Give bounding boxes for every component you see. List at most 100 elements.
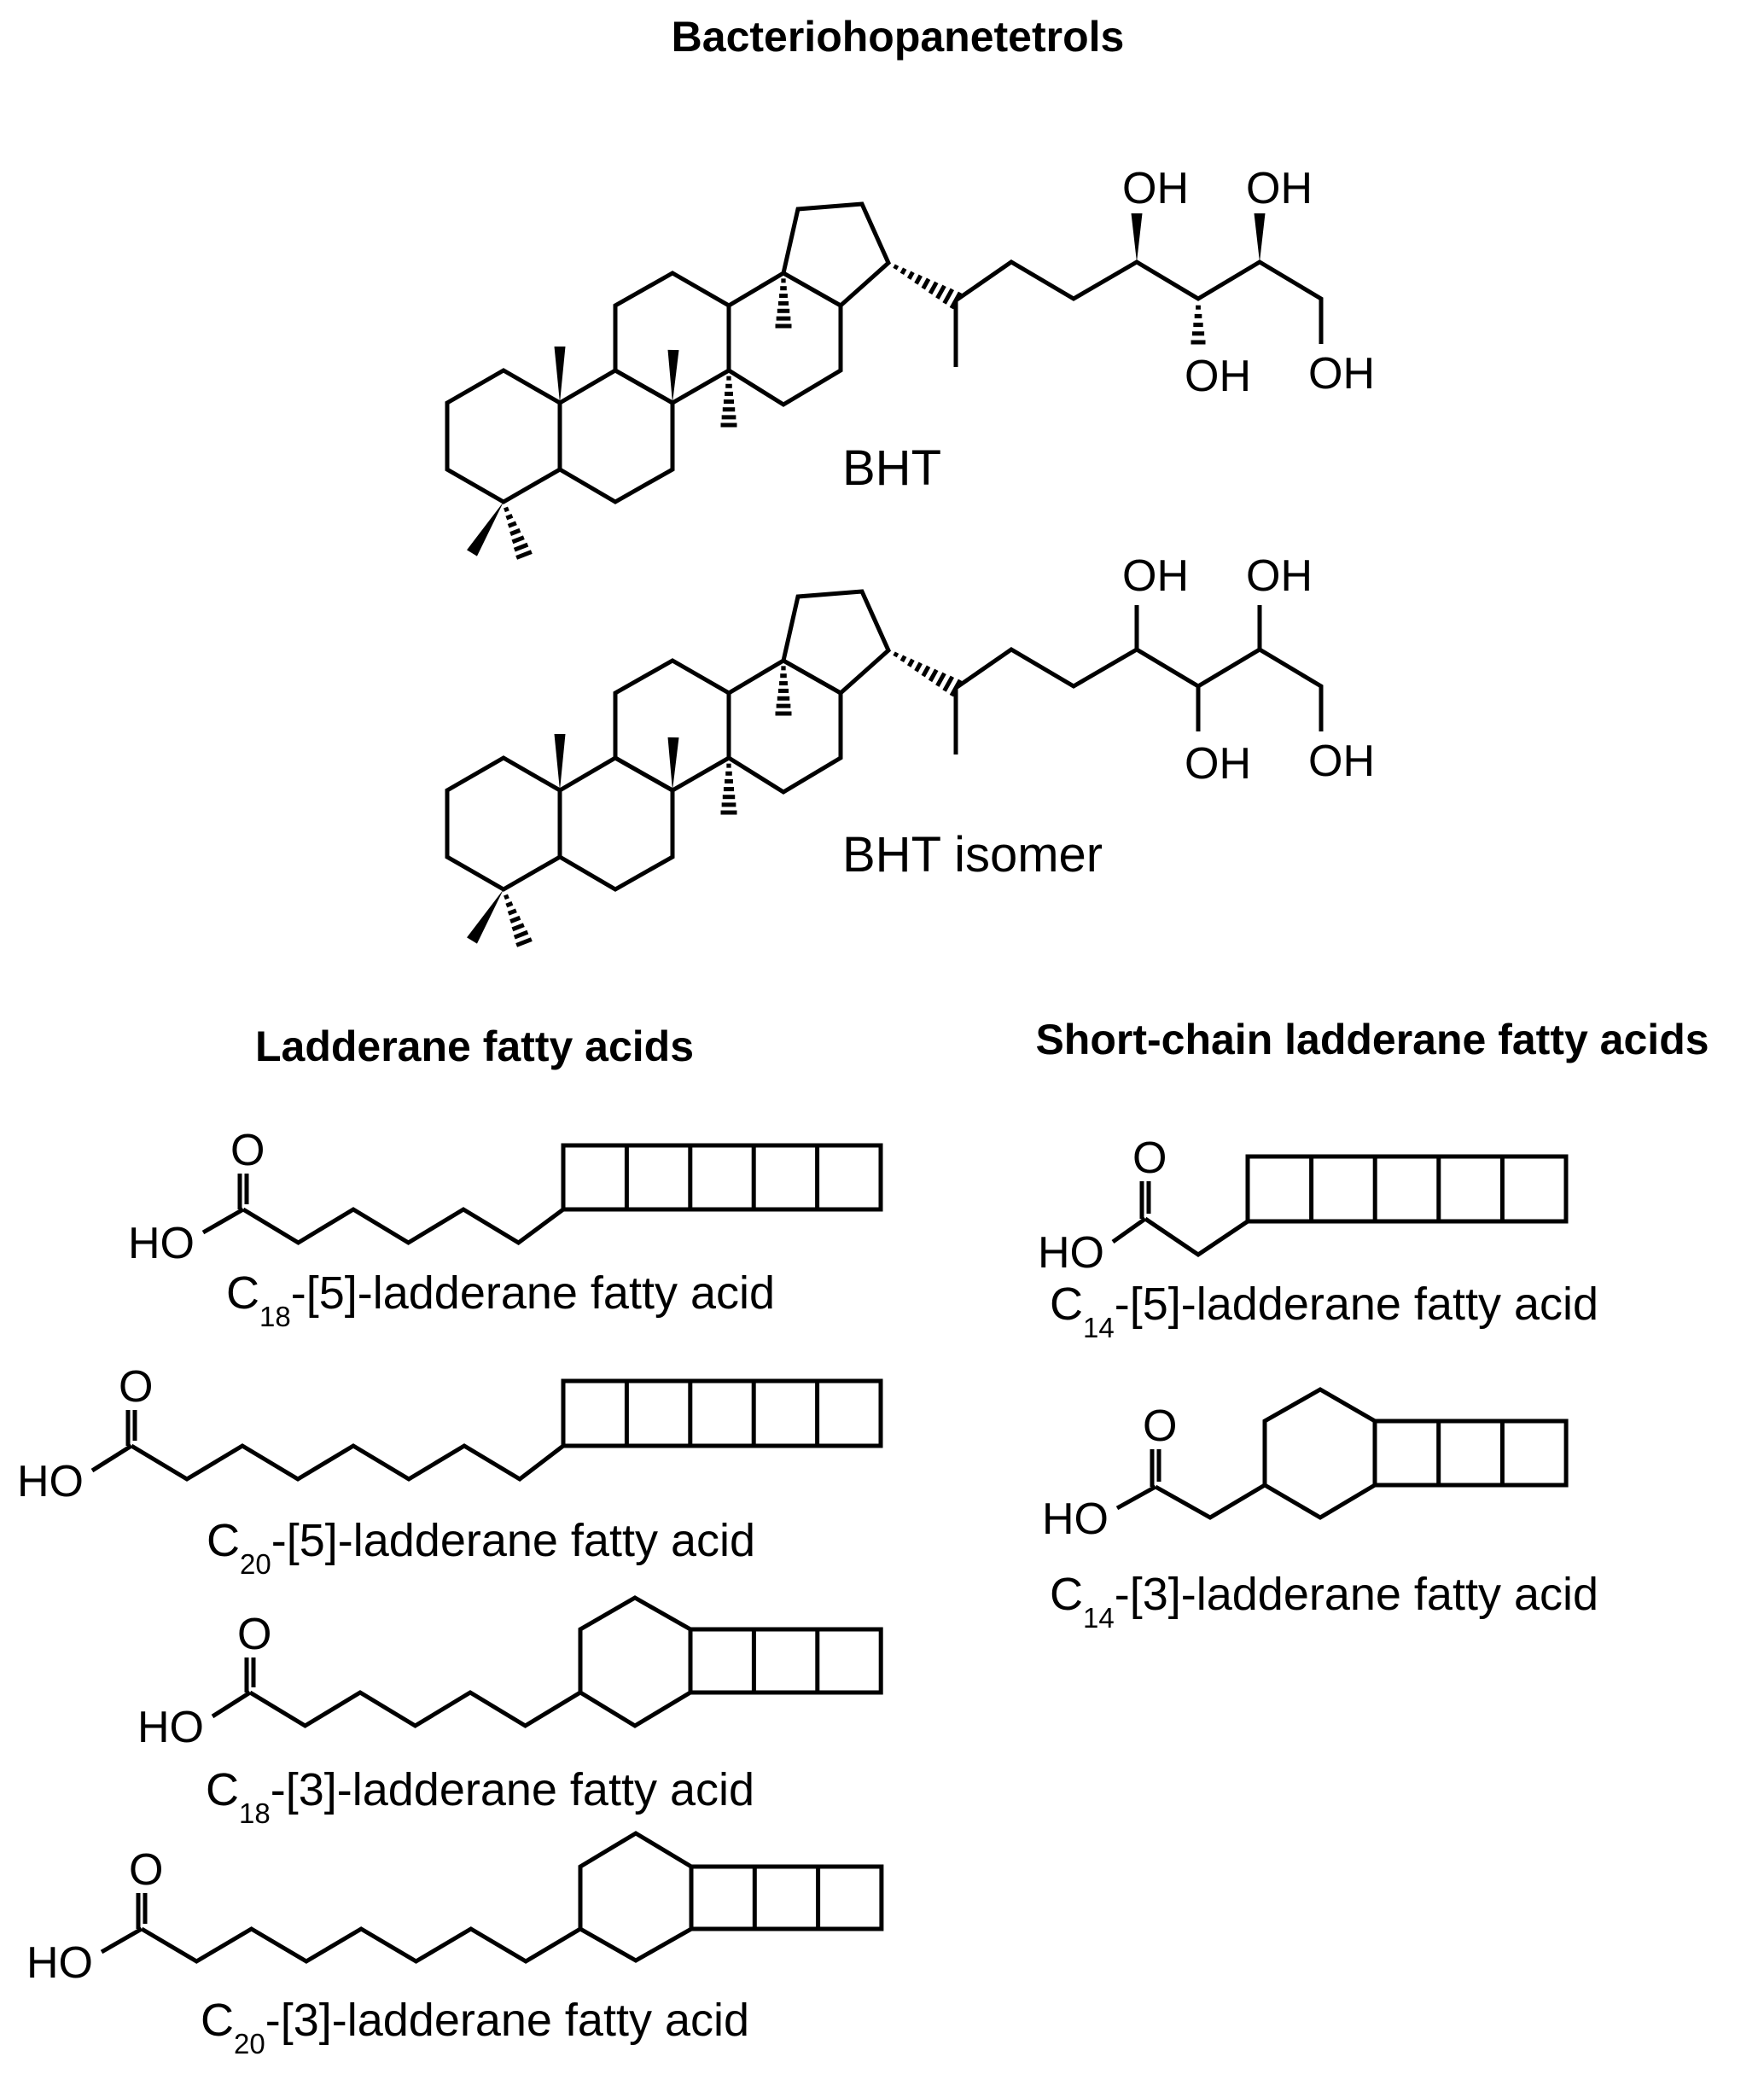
caption-prefix: C <box>206 1764 239 1815</box>
section-title-bacteriohopanetetrols: Bacteriohopanetetrols <box>672 13 1125 61</box>
c18-3-ladderane-structure: O HO <box>137 1595 883 1752</box>
caption-subscript: 20 <box>240 1548 271 1580</box>
hydroxyl-label: HO <box>1038 1228 1104 1278</box>
ring-d <box>726 271 843 407</box>
methyl-hash-c18 <box>775 666 792 716</box>
hash-stripe <box>935 284 946 300</box>
hash-stripe <box>505 901 514 908</box>
ring-e <box>781 201 892 309</box>
alkyl-chain <box>140 1926 582 1964</box>
caption-prefix: C <box>207 1515 240 1566</box>
hash-stripe <box>509 527 521 536</box>
carbonyl-oxygen-label: O <box>119 1362 153 1412</box>
bht-label: BHT <box>842 440 941 496</box>
caption-c20-3-ladderane: C20-[3]-ladderane fatty acid <box>201 1995 749 2059</box>
hydroxyl-label: OH <box>1308 737 1375 786</box>
hash-stripe <box>928 281 939 295</box>
cyclohexane-ring <box>578 1831 694 1963</box>
methyl-hash-c4 <box>504 506 533 560</box>
hash-stripe <box>513 542 529 552</box>
ladderane-frame <box>689 1864 884 1931</box>
hash-stripe <box>507 521 517 528</box>
hydroxyl-label: HO <box>1042 1494 1109 1544</box>
alkyl-chain <box>1144 1216 1249 1258</box>
hash-stripe <box>906 658 915 667</box>
oh-wedge <box>1131 213 1143 262</box>
hash-stripe <box>914 661 923 673</box>
caption-c20-5-ladderane: C20-[5]-ladderane fatty acid <box>207 1515 755 1580</box>
caption-subscript: 18 <box>259 1301 291 1332</box>
hash-stripe <box>509 915 521 923</box>
caption-suffix: -[5]-ladderane fatty acid <box>1115 1279 1598 1330</box>
caption-c14-3-ladderane: C14-[3]-ladderane fatty acid <box>1050 1569 1598 1634</box>
hydroxyl-bond <box>211 1690 252 1719</box>
caption-c18-5-ladderane: C18-[5]-ladderane fatty acid <box>226 1267 775 1332</box>
ring-a <box>445 755 562 892</box>
hash-stripe <box>942 675 955 692</box>
methyl-wedge-c10 <box>554 734 566 790</box>
hydroxyl-label: OH <box>1185 352 1251 401</box>
caption-subscript: 18 <box>239 1797 271 1829</box>
hydroxyl-label: OH <box>1246 551 1313 601</box>
hash-stripe <box>515 937 533 947</box>
caption-prefix: C <box>1050 1279 1083 1330</box>
hydroxyl-label: OH <box>1122 164 1189 213</box>
alkyl-chain <box>1154 1483 1266 1520</box>
side-chain-hash <box>893 264 963 310</box>
caption-subscript: 20 <box>234 2028 265 2059</box>
caption-c18-3-ladderane: C18-[3]-ladderane fatty acid <box>206 1764 754 1829</box>
section-title-ladderane-fatty-acids: Ladderane fatty acids <box>255 1022 694 1070</box>
hydroxyl-label: HO <box>17 1457 84 1506</box>
alkyl-chain <box>242 1207 565 1246</box>
c18-5-ladderane-structure: OHO <box>128 1126 883 1268</box>
side-chain <box>954 259 1324 344</box>
caption-c14-5-ladderane: C14-[5]-ladderane fatty acid <box>1050 1279 1598 1343</box>
c20-5-ladderane-structure: O HO <box>17 1362 883 1506</box>
methyl-hash-c4 <box>504 894 533 947</box>
hash-stripe <box>504 894 509 900</box>
caption-suffix: -[5]-ladderane fatty acid <box>291 1267 775 1319</box>
hydroxyl-bond <box>1115 1484 1157 1511</box>
alkyl-chain <box>130 1443 565 1483</box>
cyclohexane-ring <box>578 1595 693 1728</box>
ring-b <box>557 368 675 504</box>
hash-stripe <box>515 550 533 560</box>
ring-a <box>445 368 562 504</box>
hash-stripe <box>914 274 923 285</box>
side-chain <box>954 647 1324 731</box>
ring-b <box>557 755 675 892</box>
hash-stripe <box>504 506 509 513</box>
methyl-hash-c18 <box>775 278 792 329</box>
methyl-wedge-c4 <box>467 502 504 556</box>
methyl-wedge-c8 <box>667 737 679 790</box>
c20-3-ladderane-structure: OHO <box>26 1831 884 1988</box>
caption-suffix: -[3]-ladderane fatty acid <box>1115 1569 1598 1620</box>
hydroxyl-bond <box>1111 1216 1147 1244</box>
side-chain-hash <box>893 651 963 697</box>
caption-prefix: C <box>1050 1569 1083 1620</box>
hydroxyl-label: OH <box>1185 739 1251 789</box>
methyl-wedge-c4 <box>467 889 504 944</box>
hash-stripe <box>511 535 525 545</box>
carbonyl-oxygen-label: O <box>237 1610 271 1659</box>
ladderane-frame <box>1372 1419 1569 1488</box>
methyl-hash-c14 <box>720 376 737 428</box>
c14-5-ladderane-structure: OHO <box>1038 1133 1569 1278</box>
hydroxyl-label: HO <box>26 1938 93 1988</box>
hydroxyl-bond <box>100 1926 143 1955</box>
bht-structure: OH OH OH OH <box>445 164 1375 560</box>
hash-stripe <box>505 514 514 521</box>
hash-stripe <box>893 264 899 271</box>
c14-3-ladderane-structure: O HO <box>1042 1387 1569 1544</box>
oh-wedge <box>1254 213 1266 262</box>
hydroxyl-label: OH <box>1308 349 1375 399</box>
bht-isomer-label: BHT isomer <box>842 827 1103 883</box>
hydroxyl-label: OH <box>1246 164 1313 213</box>
methyl-wedge-c10 <box>554 347 566 403</box>
caption-suffix: -[3]-ladderane fatty acid <box>265 1995 749 2046</box>
alkyl-chain <box>248 1690 582 1728</box>
carbonyl-oxygen-label: O <box>1143 1401 1177 1451</box>
hydroxyl-label: HO <box>137 1703 204 1752</box>
